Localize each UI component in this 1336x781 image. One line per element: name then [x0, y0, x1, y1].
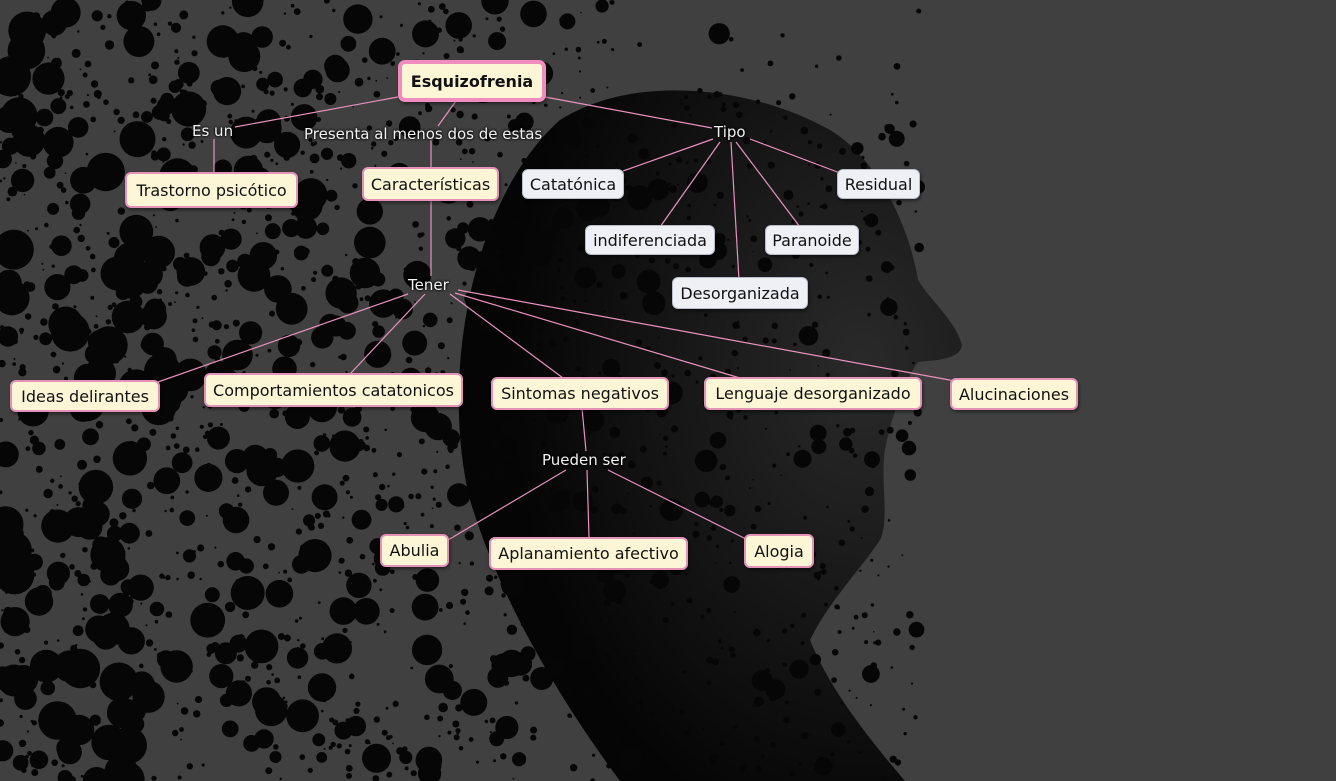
node-paranoide[interactable]: Paranoide — [765, 225, 859, 255]
node-alogia[interactable]: Alogia — [744, 534, 814, 568]
node-abulia[interactable]: Abulia — [380, 534, 449, 567]
node-caracteristicas[interactable]: Características — [362, 167, 499, 201]
node-catatonica[interactable]: Catatónica — [522, 169, 624, 199]
node-indiferenciada[interactable]: indiferenciada — [585, 225, 715, 255]
root-node-esquizofrenia[interactable]: Esquizofrenia — [398, 60, 546, 102]
head-silhouette — [458, 90, 962, 781]
link-label-tipo: Tipo — [714, 123, 746, 141]
link-label-tener: Tener — [408, 276, 449, 294]
node-lenguaje-desorganizado[interactable]: Lenguaje desorganizado — [704, 377, 922, 410]
node-sintomas-negativos[interactable]: Sintomas negativos — [491, 377, 669, 410]
node-residual[interactable]: Residual — [837, 169, 920, 199]
node-trastorno-psicotico[interactable]: Trastorno psicótico — [125, 172, 298, 208]
link-label-es-un: Es un — [192, 122, 234, 140]
node-desorganizada[interactable]: Desorganizada — [672, 277, 808, 309]
node-comportamientos-catatonicos[interactable]: Comportamientos catatonicos — [204, 373, 463, 407]
link-label-pueden-ser: Pueden ser — [542, 451, 626, 469]
node-ideas-delirantes[interactable]: Ideas delirantes — [10, 380, 160, 412]
node-alucinaciones[interactable]: Alucinaciones — [950, 378, 1078, 410]
link-label-presenta: Presenta al menos dos de estas — [304, 125, 543, 143]
node-aplanamiento-afectivo[interactable]: Aplanamiento afectivo — [489, 537, 688, 570]
